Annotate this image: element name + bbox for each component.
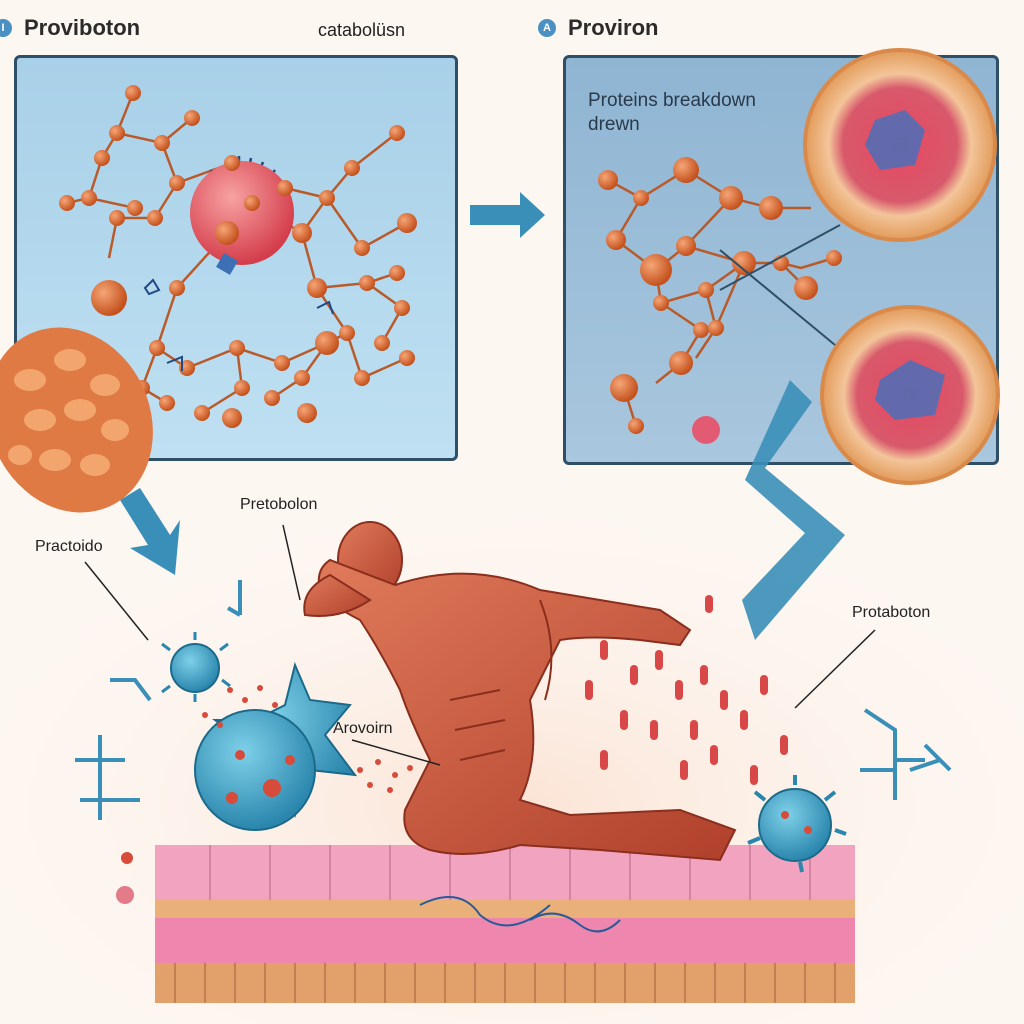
label-practoido: Practoido	[35, 538, 103, 555]
protein-core	[190, 161, 294, 265]
atoms-left	[59, 85, 417, 428]
zoom-circle-bottom	[820, 305, 1000, 485]
muscle-figure	[303, 521, 737, 862]
pointer-lines	[84, 524, 876, 766]
core-marker	[216, 253, 238, 275]
lightning-arrow	[742, 380, 845, 640]
immune-cell-right	[747, 775, 847, 873]
fat-cell	[0, 327, 153, 513]
step-badge-right: A	[538, 19, 556, 37]
breakdown-caption-1: Proteins breakdown	[588, 90, 756, 111]
label-arovoirn: Arovoirn	[333, 720, 393, 737]
immune-cell-large	[194, 661, 358, 831]
molecule-network-left	[59, 85, 417, 428]
atoms-right	[598, 157, 842, 434]
left-title: Proviboton	[24, 15, 141, 40]
zoom-connector-top	[719, 224, 841, 291]
right-title: Proviron	[568, 15, 659, 40]
process-arrow-right	[470, 192, 545, 238]
particle-dots	[116, 685, 413, 904]
label-pretobolon: Pretobolon	[240, 496, 318, 513]
immune-cell-small-left	[161, 632, 231, 702]
protein-fragments	[585, 595, 788, 785]
down-arrow-left	[120, 488, 180, 575]
tissue-layers	[155, 845, 855, 1003]
molecule-network-right	[598, 157, 842, 444]
zoom-circle-top	[803, 48, 997, 242]
glyph-marks	[143, 278, 334, 371]
step-badge-left: I	[0, 19, 12, 37]
scaffold-lines	[75, 580, 952, 820]
breakdown-caption-2: drewn	[588, 114, 640, 135]
label-protaboton: Protaboton	[852, 604, 931, 621]
free-molecule	[692, 416, 720, 444]
zoom-connector-bottom	[719, 249, 836, 346]
center-title: catabolüsn	[318, 20, 406, 40]
